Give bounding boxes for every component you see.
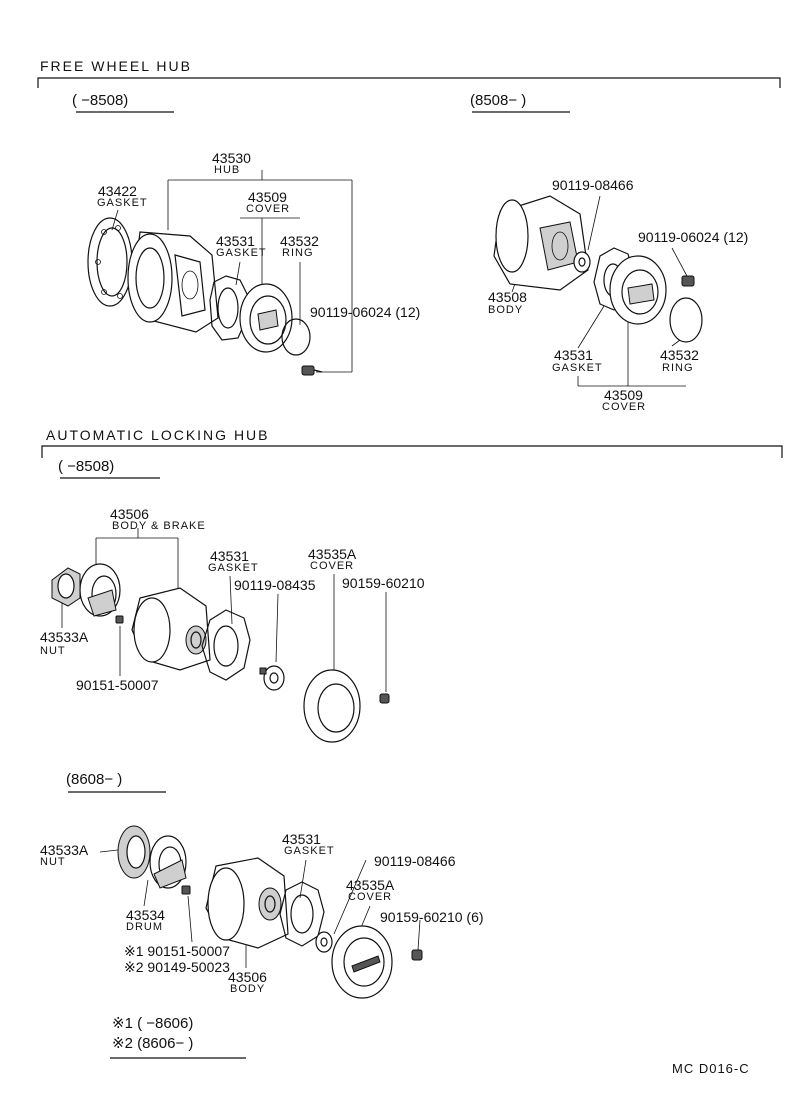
alh-early-cover-pn: 43535A <box>308 546 357 562</box>
fwh-late-ring-43532 <box>669 297 703 343</box>
fwh-early-bolt <box>301 365 323 376</box>
fwh-early-hub-pn: 43530 <box>212 150 251 166</box>
fwh-early-ring-label: RING <box>282 247 314 259</box>
alh-early-brake <box>79 563 121 617</box>
alh-early-bolt-pn: 90159-60210 <box>342 575 425 591</box>
alh-late-body-43506 <box>205 857 289 949</box>
automatic-hub-frame <box>41 445 783 1059</box>
fwh-late-cover-43509 <box>609 255 667 325</box>
alh-late-drum-pn: 43534 <box>126 907 165 923</box>
alh-early-gasket-pn: 43531 <box>210 548 249 564</box>
alh-early-nut <box>51 567 81 607</box>
fwh-late-cover-pn: 43509 <box>604 387 643 403</box>
fwh-late-ring-label: RING <box>662 362 694 374</box>
alh-early-gasket-43531 <box>201 609 251 681</box>
note-1: ※1 ( −8606) <box>112 1015 194 1032</box>
alh-late-screw1: ※1 90151-50007 <box>124 943 230 959</box>
alh-late-nut <box>117 825 151 879</box>
fwh-early-gasket2-pn: 43531 <box>216 233 255 249</box>
range-late-fwh: (8508− ) <box>470 92 527 109</box>
fwh-late-body-pn: 43508 <box>488 289 527 305</box>
drawing-code: MC D016-C <box>672 1061 750 1076</box>
alh-early-body-pn: 43506 <box>110 506 149 522</box>
alh-early-gasket-label: GASKET <box>208 562 259 574</box>
alh-late-cover-43535a <box>331 925 393 999</box>
note-2: ※2 (8606− ) <box>112 1035 194 1052</box>
fwh-early-cover-pn: 43509 <box>248 189 287 205</box>
alh-late-drum-43534 <box>149 835 187 889</box>
alh-late-cover-pn: 43535A <box>346 877 395 893</box>
fwh-late-gasket-pn: 43531 <box>554 347 593 363</box>
alh-early-cover-label: COVER <box>310 560 355 572</box>
alh-early-body-43506 <box>131 587 211 671</box>
fwh-late-gasket-label: GASKET <box>552 362 603 374</box>
fwh-early-gasket2-label: GASKET <box>216 247 267 259</box>
alh-late-body-label: BODY <box>230 983 266 995</box>
alh-late-nut-label: NUT <box>40 856 66 868</box>
fwh-early-cover-label: COVER <box>246 203 291 215</box>
alh-late-bolt <box>411 949 423 961</box>
alh-early-screw <box>115 615 124 624</box>
free-wheel-hub-frame <box>37 77 781 113</box>
range-early-fwh: ( −8508) <box>72 92 129 109</box>
alh-early-screw-pn: 90151-50007 <box>76 677 159 693</box>
alh-early-cover-43535a <box>303 669 361 743</box>
alh-early-body-label: BODY & BRAKE <box>112 520 206 532</box>
alh-late-bolt-pn: 90159-60210 (6) <box>380 909 484 925</box>
alh-late-body-pn: 43506 <box>228 969 267 985</box>
alh-late-gasket-label: GASKET <box>284 845 335 857</box>
alh-early-washer <box>259 665 285 691</box>
alh-late-screw2: ※2 90149-50023 <box>124 959 230 975</box>
fwh-early-bolt-pn: 90119-06024 (12) <box>310 304 421 320</box>
fwh-early-gasket-pn: 43422 <box>98 183 137 199</box>
fwh-late-body-label: BODY <box>488 304 524 316</box>
fwh-late-washer <box>573 251 591 273</box>
fwh-late-body-43508 <box>493 195 589 291</box>
fwh-late-bolt <box>681 275 695 287</box>
alh-late-drum-label: DRUM <box>126 921 163 933</box>
range-early-alh: ( −8508) <box>58 458 115 475</box>
alh-late-gasket-pn: 43531 <box>282 831 321 847</box>
fwh-late-cover-label: COVER <box>602 401 647 413</box>
fwh-early-ring-43532 <box>281 318 311 356</box>
fwh-late-leaders <box>511 195 689 387</box>
alh-early-nut-pn: 43533A <box>40 629 89 645</box>
fwh-early-hub-43530 <box>127 231 219 333</box>
alh-early-bolt <box>379 693 390 704</box>
alh-late-washer-pn: 90119-08466 <box>374 853 456 869</box>
fwh-late-bolt-pn: 90119-06024 (12) <box>638 229 749 245</box>
fwh-early-leaders <box>111 170 353 373</box>
fwh-early-gasket-43422 <box>87 217 133 307</box>
alh-early-nut-label: NUT <box>40 645 66 657</box>
fwh-late-washer-pn: 90119-08466 <box>552 177 634 193</box>
range-late-alh: (8608− ) <box>66 771 123 788</box>
alh-early-washer-pn: 90119-08435 <box>234 577 316 593</box>
alh-late-nut-pn: 43533A <box>40 842 89 858</box>
fwh-late-ring-pn: 43532 <box>660 347 699 363</box>
alh-late-washer <box>315 931 333 953</box>
alh-late-cover-label: COVER <box>348 891 393 903</box>
fwh-early-ring-pn: 43532 <box>280 233 319 249</box>
fwh-early-gasket-label: GASKET <box>97 197 148 209</box>
fwh-early-cover-43509 <box>239 283 293 353</box>
fwh-early-hub-label: HUB <box>214 164 241 176</box>
section-title-free-wheel-hub: FREE WHEEL HUB <box>40 58 192 74</box>
section-title-automatic-locking-hub: AUTOMATIC LOCKING HUB <box>46 427 270 443</box>
alh-late-screw <box>181 885 191 895</box>
